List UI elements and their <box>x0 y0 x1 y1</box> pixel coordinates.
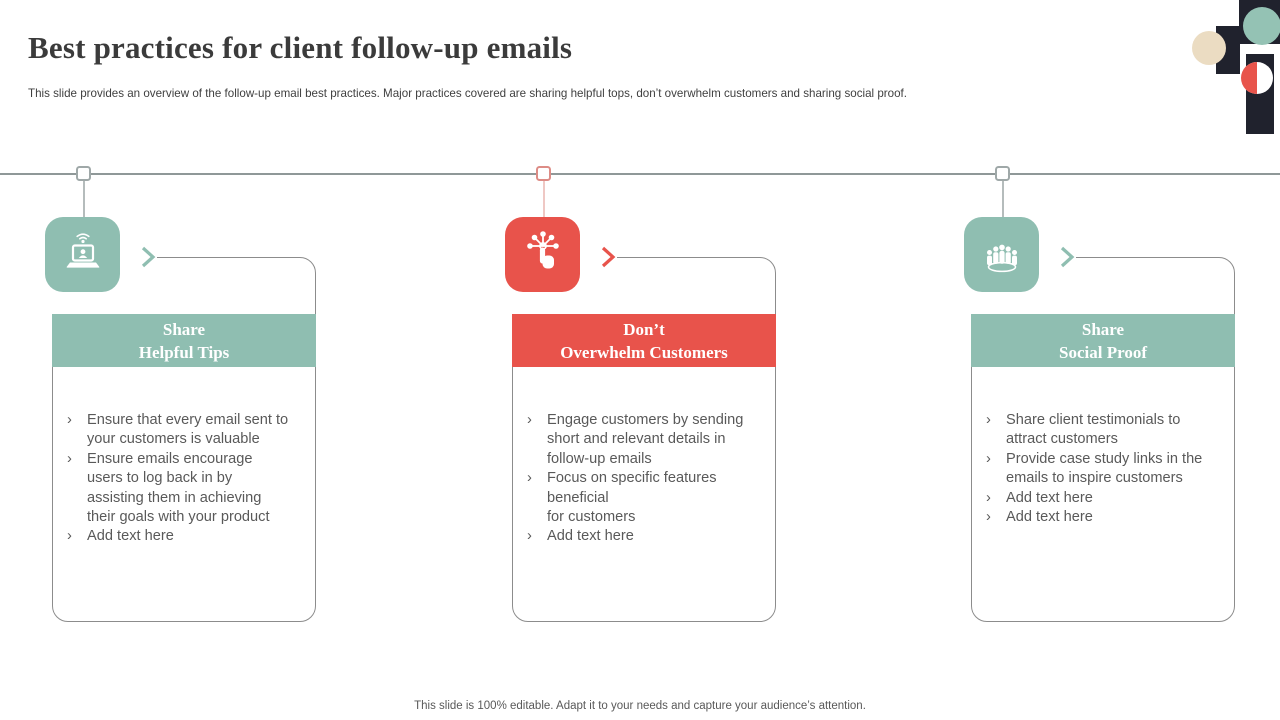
practice-card: Share Helpful Tips › Ensure that every e… <box>51 256 316 622</box>
bullet-marker: › <box>986 509 991 526</box>
bullet-text: Engage customers by sending short and re… <box>547 412 744 467</box>
chevron-right-icon <box>141 246 156 268</box>
bullet-text: Add text here <box>1006 509 1093 526</box>
list-item: › Add text here <box>63 527 303 546</box>
list-item: › Provide case study links in the emails… <box>982 450 1222 489</box>
card-title: Don’t Overwhelm Customers <box>560 319 728 362</box>
bullet-marker: › <box>67 450 72 467</box>
list-item: › Add text here <box>982 508 1222 527</box>
laptop-wifi-icon <box>66 232 99 268</box>
list-item: › Add text here <box>523 527 763 546</box>
timeline-milestone-square <box>536 166 551 181</box>
card-header: Share Social Proof <box>971 314 1235 367</box>
people-group-icon-block <box>964 217 1039 292</box>
touch-interaction-icon <box>526 230 559 268</box>
bullet-marker: › <box>986 450 991 467</box>
bullet-text: Ensure that every email sent to your cus… <box>87 412 289 448</box>
card-header: Share Helpful Tips <box>52 314 316 367</box>
card-title: Share Social Proof <box>1059 319 1147 362</box>
practice-card: Share Social Proof › Share client testim… <box>970 256 1235 622</box>
timeline-milestone-square <box>76 166 91 181</box>
bullet-text: Add text here <box>87 528 174 545</box>
bullet-marker: › <box>67 412 72 428</box>
list-item: › Ensure emails encourage users to log b… <box>63 450 303 528</box>
bullet-marker: › <box>986 412 991 428</box>
bullet-text: Share client testimonials to attract cus… <box>1006 412 1181 448</box>
timeline-milestone-square <box>995 166 1010 181</box>
bullet-marker: › <box>527 412 532 428</box>
people-group-icon <box>986 244 1017 272</box>
slide-subtitle: This slide provides an overview of the f… <box>28 87 907 100</box>
list-item: › Add text here <box>982 489 1222 508</box>
timeline-line <box>0 173 1280 175</box>
bullet-text: Focus on specific features beneficial fo… <box>547 470 717 526</box>
deco-red-half <box>1241 62 1257 94</box>
bullet-text: Ensure emails encourage users to log bac… <box>87 450 270 526</box>
deco-teal-circle <box>1243 7 1280 45</box>
bullet-text: Add text here <box>547 528 634 545</box>
column-share-helpful-tips: Share Helpful Tips › Ensure that every e… <box>0 166 330 626</box>
chevron-right-icon <box>601 246 616 268</box>
list-item: › Engage customers by sending short and … <box>523 411 763 469</box>
bullet-marker: › <box>67 528 72 545</box>
touch-interaction-icon-block <box>505 217 580 292</box>
page-title: Best practices for client follow-up emai… <box>28 30 573 65</box>
column-dont-overwhelm-customers: Don’t Overwhelm Customers › Engage custo… <box>460 166 790 626</box>
bullet-marker: › <box>527 528 532 545</box>
bullet-marker: › <box>986 489 991 506</box>
card-bullet-list: › Engage customers by sending short and … <box>523 411 763 547</box>
timeline-connector <box>1002 180 1004 217</box>
list-item: › Focus on specific features beneficial … <box>523 469 763 527</box>
card-title: Share Helpful Tips <box>138 319 230 362</box>
bullet-marker: › <box>527 470 532 487</box>
deco-beige-circle <box>1192 31 1226 65</box>
column-share-social-proof: Share Social Proof › Share client testim… <box>919 166 1249 626</box>
slide-footer-note: This slide is 100% editable. Adapt it to… <box>414 700 866 712</box>
card-bullet-list: › Share client testimonials to attract c… <box>982 411 1222 527</box>
list-item: › Ensure that every email sent to your c… <box>63 411 303 450</box>
laptop-wifi-icon-block <box>45 217 120 292</box>
bullet-text: Provide case study links in the emails t… <box>1006 450 1203 487</box>
deco-red-white-circle <box>1241 62 1273 94</box>
timeline-connector <box>543 180 545 217</box>
practice-card: Don’t Overwhelm Customers › Engage custo… <box>511 256 776 622</box>
bullet-text: Add text here <box>1006 489 1093 506</box>
card-header: Don’t Overwhelm Customers <box>512 314 776 367</box>
list-item: › Share client testimonials to attract c… <box>982 411 1222 450</box>
card-bullet-list: › Ensure that every email sent to your c… <box>63 411 303 547</box>
timeline-connector <box>83 180 85 217</box>
chevron-right-icon <box>1060 246 1075 268</box>
